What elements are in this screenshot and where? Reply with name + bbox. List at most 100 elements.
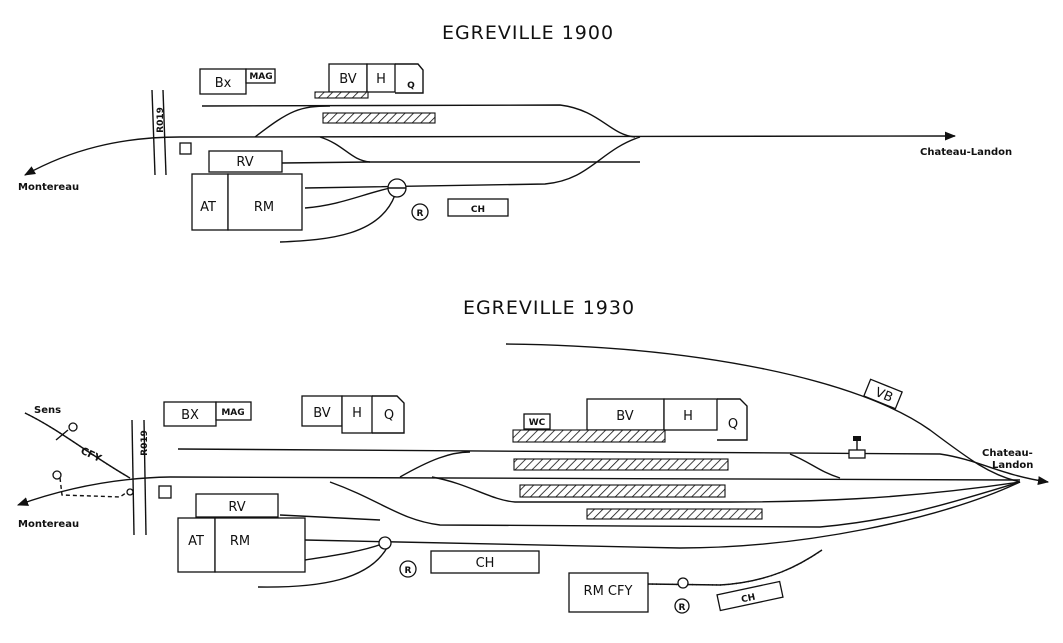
main-line: [16, 476, 1021, 506]
road-line-left: [151, 89, 156, 176]
main-line: [24, 131, 957, 176]
quay-q: [395, 63, 424, 94]
cfy-narrow-gauge: [647, 549, 823, 586]
cfy-coal-house: [716, 580, 784, 612]
label-road: R019: [156, 107, 166, 133]
label-h-new: H: [683, 409, 693, 424]
rv-siding: [279, 514, 381, 521]
turntable: [378, 536, 392, 550]
signal-head-icon: [853, 436, 861, 441]
cfy-signal-1-post: [55, 429, 69, 441]
goods-track: [304, 481, 1021, 549]
label-bv: BV: [339, 72, 357, 87]
label-wc: WC: [529, 418, 546, 428]
siding-rm: [304, 543, 383, 561]
sens-line: [24, 412, 131, 479]
label-vb: VB: [873, 385, 895, 406]
label-rv: RV: [228, 500, 245, 515]
island-platform: [322, 112, 436, 124]
station-building-bv: [586, 398, 665, 431]
title-1930: EGREVILLE 1930: [463, 297, 635, 319]
cfy-track: [647, 549, 823, 586]
cfy-signal-1-icon: [68, 422, 78, 432]
label-ch: CH: [471, 205, 485, 215]
cfy-engine-shed: [568, 572, 649, 613]
coal-house-ch: [447, 198, 509, 217]
label-mag: MAG: [249, 72, 272, 82]
engine-shed-rm: [227, 173, 303, 231]
label-bx: BX: [181, 408, 199, 423]
siding-rm: [304, 187, 391, 209]
signal-box-bx: [163, 401, 217, 427]
label-r: R: [405, 566, 412, 576]
label-mag: MAG: [221, 408, 244, 418]
warehouse-mag: [215, 401, 252, 421]
road-line-left: [131, 419, 135, 536]
diagram-1930: EGREVILLE 1930 BX MAG BV H Q WC BV H Q R…: [16, 297, 1050, 614]
label-road: R019: [140, 430, 150, 456]
label-east-destination-line2: Landon: [992, 460, 1033, 471]
label-rm: RM: [254, 200, 274, 215]
label-bv-old: BV: [313, 406, 331, 421]
label-bx: Bx: [215, 76, 232, 91]
goods-track-1: [319, 136, 640, 163]
engine-shed-rm: [214, 517, 306, 573]
loop-switch-west: [399, 451, 471, 478]
label-sens: Sens: [34, 405, 61, 416]
label-r: R: [417, 209, 424, 219]
old-station-building-bv: [301, 395, 343, 427]
signal-post: [848, 449, 866, 459]
workshop-at: [177, 517, 216, 573]
label-east-destination: Chateau-Landon: [920, 147, 1012, 158]
island-platform-3: [586, 508, 763, 520]
platform-bv: [314, 91, 369, 99]
water-tank-r: [411, 203, 429, 221]
station-track-4: [329, 481, 1021, 528]
label-rm-cfy: RM CFY: [584, 584, 633, 599]
cfy-crossing-point: [126, 488, 134, 496]
label-west-destination: Montereau: [18, 519, 79, 530]
label-h: H: [376, 72, 386, 87]
goods-track-1-spur: [281, 161, 371, 164]
island-platform-2: [519, 484, 726, 498]
label-r-cfy: R: [679, 603, 686, 613]
cfy-turntable: [677, 577, 689, 589]
shed-rv: [208, 150, 283, 173]
workshop-at: [191, 173, 229, 231]
label-west-destination: Montereau: [18, 182, 79, 193]
title-1900: EGREVILLE 1900: [442, 22, 614, 44]
old-quay-q: [372, 395, 405, 434]
hall-h: [366, 63, 396, 93]
goods-shed-vb: [863, 378, 903, 410]
water-tank-r: [399, 560, 417, 578]
label-ch: CH: [476, 556, 495, 571]
label-q: Q: [407, 81, 415, 91]
crossing-keeper-house: [179, 142, 192, 155]
label-rm: RM: [230, 534, 250, 549]
loop-switch-east: [789, 453, 841, 479]
cfy-water-tank-r: [674, 598, 690, 614]
cfy-dashed-link: [59, 477, 131, 498]
diagram-1900: EGREVILLE 1900 Bx MAG BV H Q R019 RV: [18, 22, 1012, 243]
siding-turntable: [279, 194, 396, 243]
hall-h: [663, 398, 718, 431]
station-building-bv: [328, 63, 368, 93]
old-hall-h: [341, 395, 373, 434]
label-rv: RV: [236, 155, 253, 170]
shed-rv: [195, 493, 279, 518]
siding-turntable: [257, 545, 389, 588]
label-q-new: Q: [728, 417, 738, 432]
loop-track: [177, 448, 1050, 485]
loop-track: [201, 104, 636, 138]
island-platform-1: [513, 458, 729, 471]
label-bv-new: BV: [616, 409, 634, 424]
label-h-old: H: [352, 406, 362, 421]
goods-track-2: [304, 136, 641, 189]
station-track-3: [431, 476, 1021, 503]
coal-house-ch: [430, 550, 540, 574]
label-cfy: CFY: [79, 446, 104, 465]
label-q-old: Q: [384, 408, 394, 423]
label-at: AT: [188, 534, 204, 549]
label-ch-cfy: CH: [740, 593, 756, 606]
warehouse-mag: [245, 68, 276, 84]
